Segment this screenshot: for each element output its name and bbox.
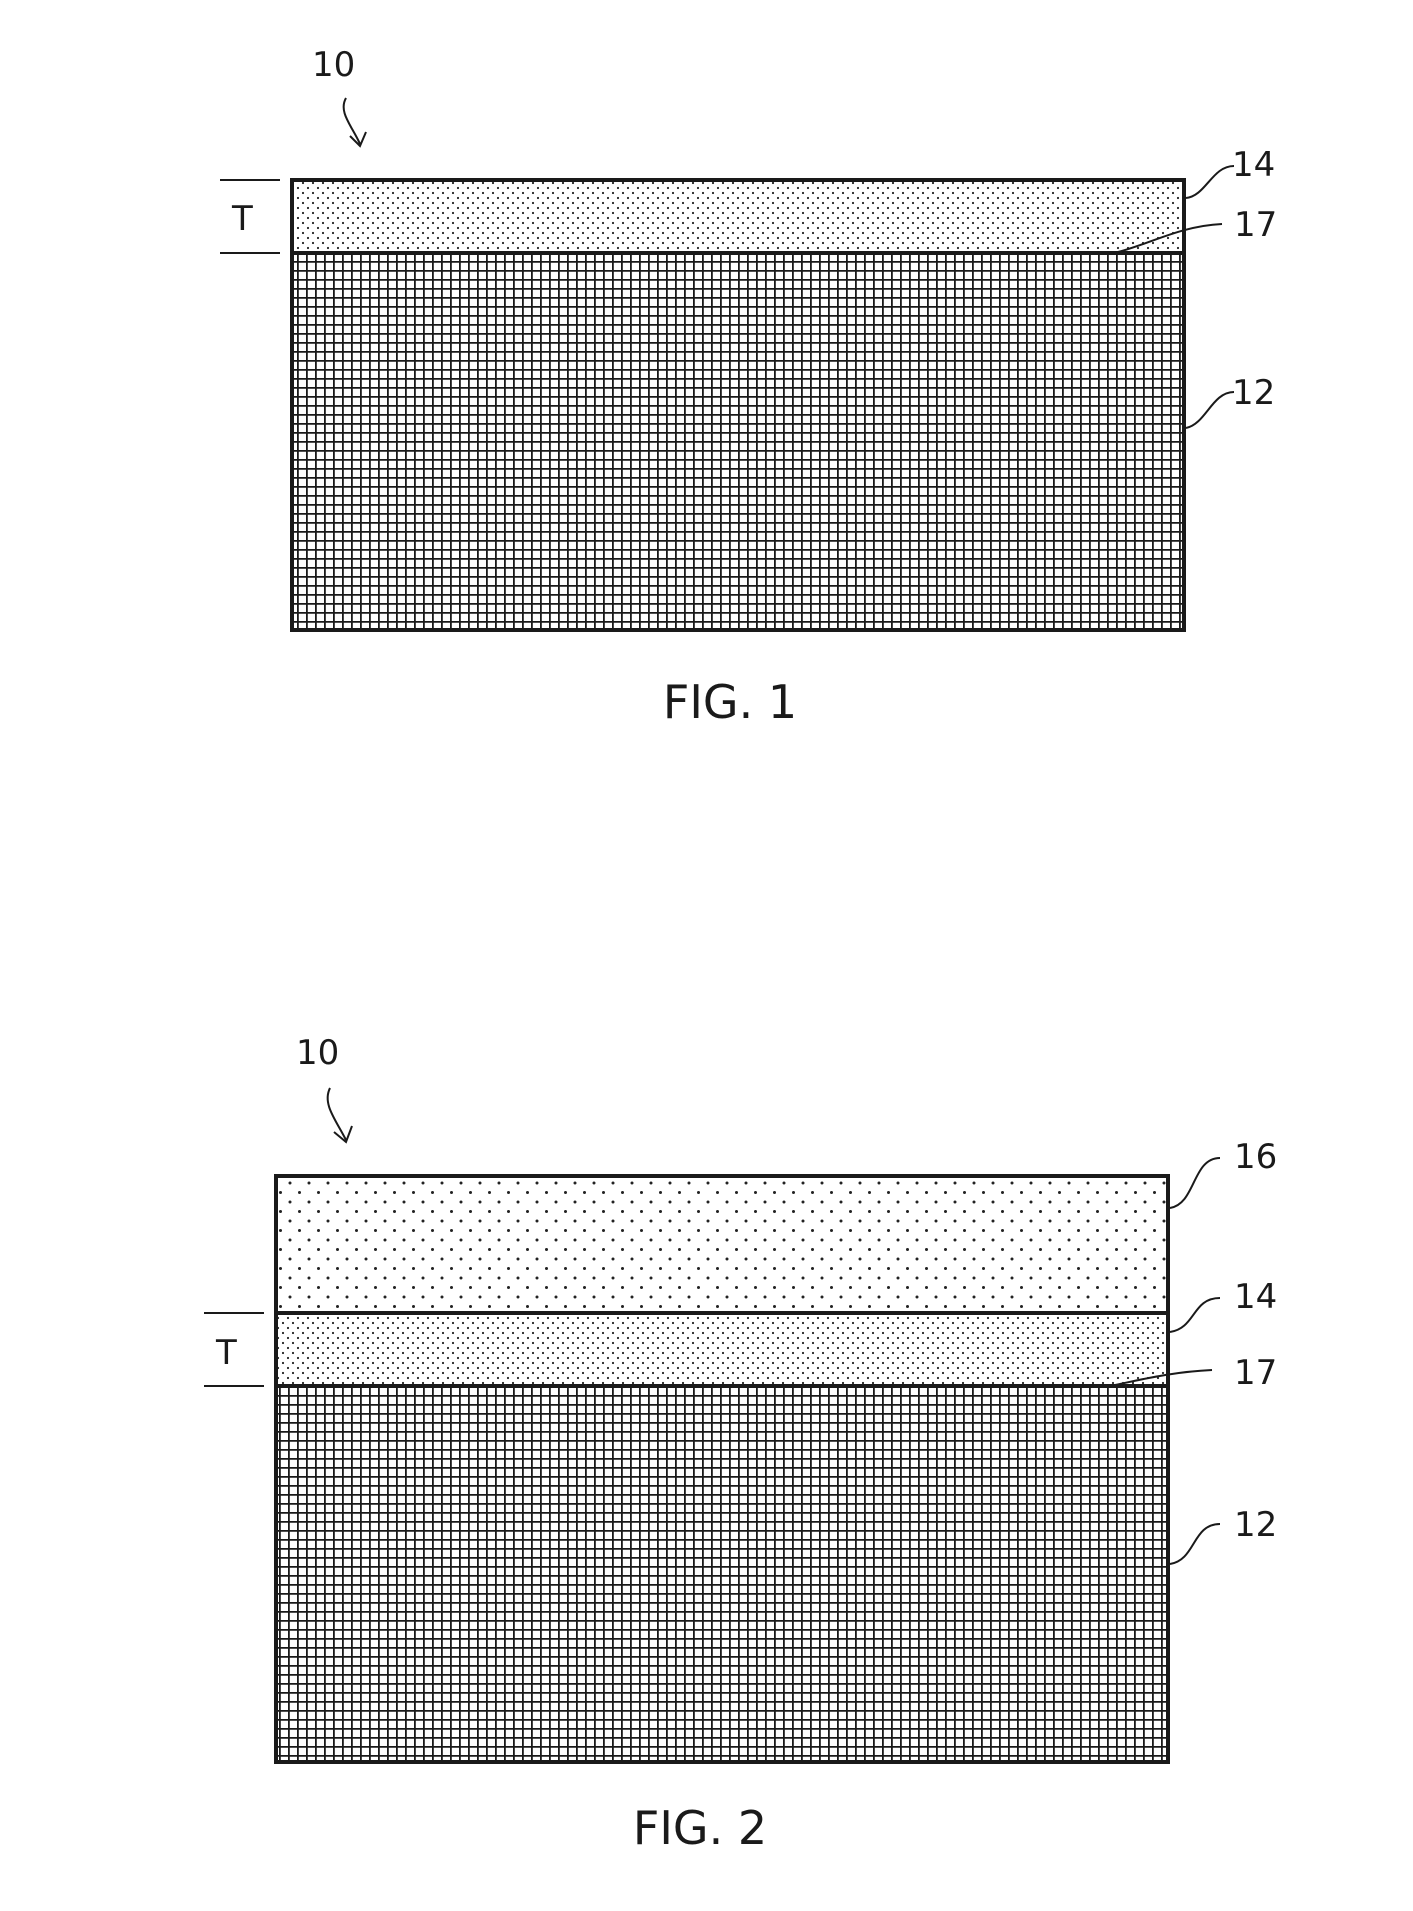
fig2-layer-14 — [276, 1313, 1168, 1386]
fig1-layer-14 — [292, 180, 1184, 253]
fig2-thickness-label: T — [215, 1333, 237, 1373]
fig1-device-label: 10 — [312, 45, 355, 85]
fig1-interface-17-label: 17 — [1234, 205, 1277, 245]
fig1-substrate-12 — [292, 253, 1184, 630]
fig1-thickness-label: T — [231, 199, 253, 239]
fig2-caption: FIG. 2 — [633, 1801, 767, 1855]
fig1-substrate-12-label: 12 — [1232, 373, 1275, 413]
fig2-device-arrow — [328, 1088, 346, 1140]
fig1-caption: FIG. 1 — [663, 675, 797, 729]
fig1-substrate-12-leader — [1186, 392, 1234, 428]
figure-2: 10 T 16 14 17 12 FIG. 2 — [204, 1033, 1277, 1855]
fig2-layer-16 — [276, 1176, 1168, 1313]
fig2-layer-16-leader — [1170, 1158, 1220, 1208]
figure-1: 10 T 14 17 12 FIG. 1 — [220, 45, 1277, 729]
fig2-substrate-12-leader — [1170, 1524, 1220, 1564]
fig1-layer-14-label: 14 — [1232, 145, 1275, 185]
fig2-layer-16-label: 16 — [1234, 1137, 1277, 1177]
fig2-interface-17-label: 17 — [1234, 1353, 1277, 1393]
fig2-layer-14-leader — [1170, 1298, 1220, 1332]
fig2-substrate-12-label: 12 — [1234, 1505, 1277, 1545]
fig2-layer-14-label: 14 — [1234, 1277, 1277, 1317]
fig2-substrate-12 — [276, 1386, 1168, 1762]
fig2-device-label: 10 — [296, 1033, 339, 1073]
fig1-layer-14-leader — [1186, 166, 1234, 198]
